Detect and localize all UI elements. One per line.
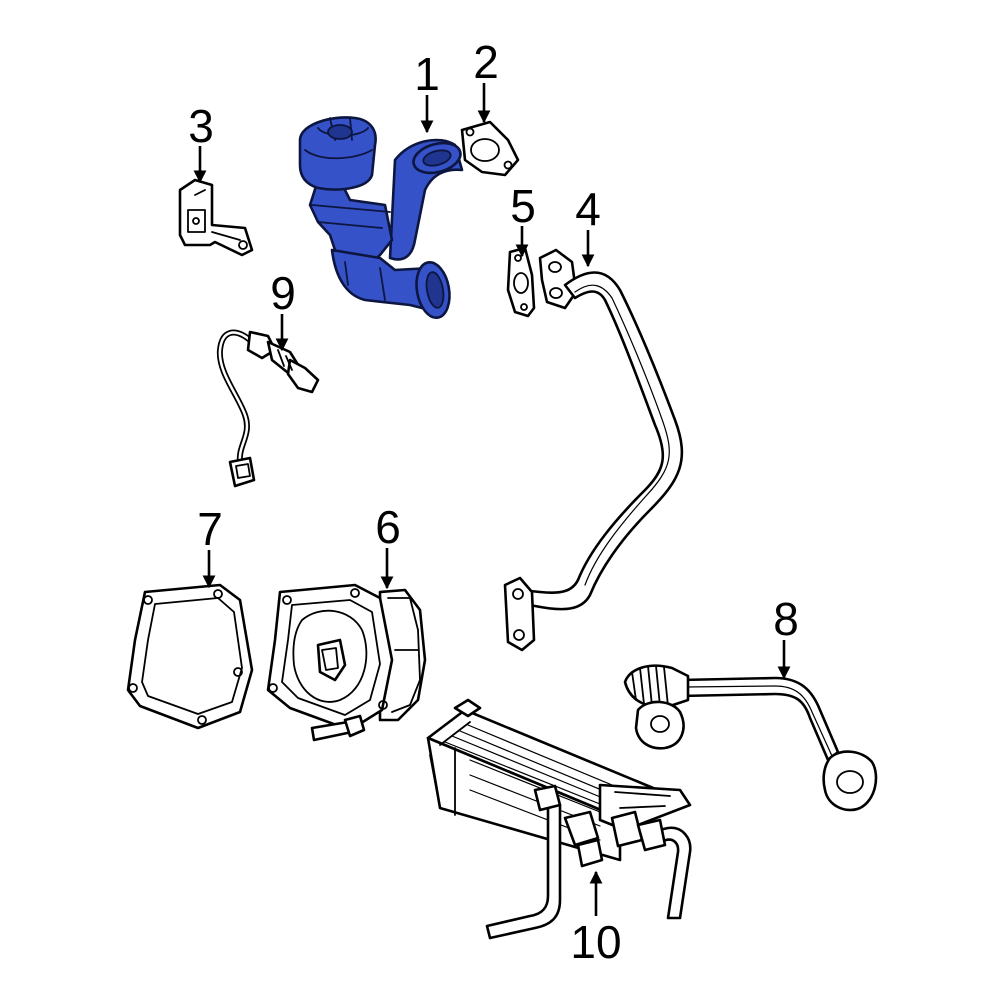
part-3-bracket[interactable]: [178, 178, 254, 257]
part-8-egr-pipe[interactable]: [623, 664, 878, 812]
callout-7[interactable]: 7: [197, 503, 223, 555]
part-7-gasket[interactable]: [126, 583, 254, 730]
callout-5[interactable]: 5: [510, 180, 536, 232]
callout-1[interactable]: 1: [414, 48, 440, 100]
callout-3[interactable]: 3: [188, 100, 214, 152]
callout-labels: 1 2 3 4 5 6 7 8 9 10: [188, 36, 799, 968]
callout-4[interactable]: 4: [575, 183, 601, 235]
callout-6[interactable]: 6: [375, 501, 401, 553]
callout-leaders: [193, 83, 791, 916]
part-2-gasket[interactable]: [460, 120, 520, 177]
part-10-charcoal-canister[interactable]: [426, 698, 692, 940]
part-5-gasket[interactable]: [506, 246, 536, 318]
callout-8[interactable]: 8: [773, 593, 799, 645]
callout-9[interactable]: 9: [270, 267, 296, 319]
part-1-egr-valve[interactable]: [298, 116, 464, 320]
part-9-oxygen-sensor[interactable]: [216, 329, 320, 488]
part-6-throttle-body[interactable]: [266, 583, 427, 742]
part-4-egr-pipe[interactable]: [503, 248, 684, 652]
callout-2[interactable]: 2: [473, 36, 499, 88]
callout-10[interactable]: 10: [570, 916, 621, 968]
